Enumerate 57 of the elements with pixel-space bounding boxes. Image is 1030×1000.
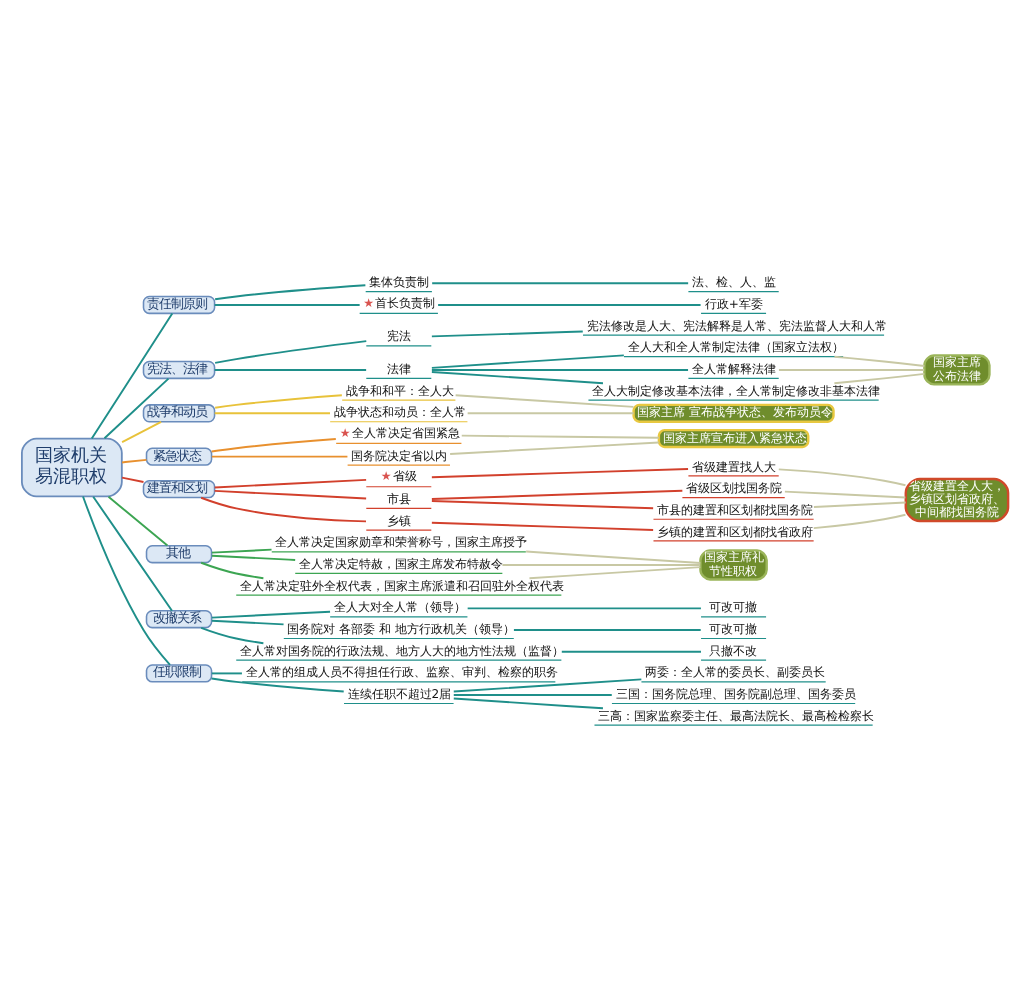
connector [812, 513, 907, 530]
connector [437, 303, 702, 306]
connector [430, 467, 689, 479]
connector [430, 330, 584, 338]
connector [210, 677, 345, 693]
connector [452, 697, 604, 710]
connector [213, 478, 368, 489]
connector [121, 458, 148, 464]
connector [214, 340, 368, 364]
connector [121, 476, 145, 484]
connector [430, 354, 625, 369]
connector [460, 434, 660, 439]
connector [778, 369, 926, 371]
connector [90, 312, 174, 440]
connector [454, 394, 635, 408]
connector [512, 629, 702, 631]
connector [103, 377, 170, 440]
connector [200, 496, 367, 523]
connector [431, 282, 690, 285]
connector [210, 672, 243, 675]
connector [430, 489, 684, 500]
connector [214, 284, 367, 301]
connector [214, 394, 343, 409]
connector [430, 371, 604, 385]
connector [210, 455, 349, 458]
connector [466, 607, 702, 610]
connector [812, 501, 907, 508]
node-box: 国家机关易混职权 [20, 437, 123, 498]
connector [777, 468, 907, 487]
connector [466, 412, 635, 415]
connector [452, 694, 613, 697]
connector [200, 626, 265, 645]
connector [430, 521, 655, 531]
connector [783, 490, 907, 499]
connector [210, 438, 337, 453]
connector [430, 500, 655, 510]
connector [501, 564, 702, 566]
connector [833, 355, 926, 368]
connector [833, 372, 926, 385]
connector [213, 489, 368, 500]
connector [210, 554, 297, 561]
connector [121, 420, 163, 444]
connector [107, 495, 169, 547]
connector [210, 619, 285, 626]
connector [452, 678, 643, 693]
connector [430, 369, 689, 371]
connector [213, 369, 368, 371]
connector [82, 495, 171, 666]
connector [210, 548, 273, 554]
connector [200, 561, 265, 580]
connector [525, 550, 702, 564]
connector [449, 441, 660, 455]
connector [213, 412, 331, 415]
connector [92, 495, 173, 612]
connector [560, 650, 702, 653]
connector [213, 303, 361, 306]
connector [528, 566, 702, 580]
